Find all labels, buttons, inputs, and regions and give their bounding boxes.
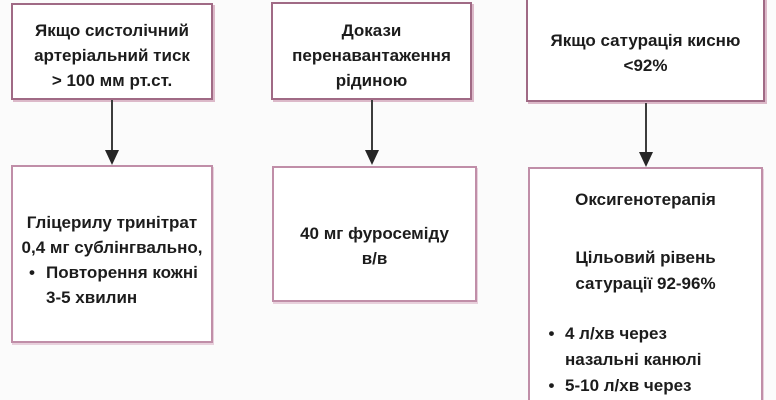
- action-box-oxygen-therapy: Оксигенотерапія Цільовий рівень сатураці…: [528, 167, 763, 400]
- arrow-head-icon: [105, 150, 119, 165]
- bullet-icon: •: [29, 262, 35, 282]
- condition-text: Докази перенавантаження рідиною: [292, 20, 451, 90]
- bullet-icon: •: [548, 324, 555, 343]
- condition-box-oxygen-saturation: Якщо сатурація кисню <92%: [526, 0, 765, 102]
- arrow-stem: [645, 103, 647, 152]
- condition-box-blood-pressure: Якщо систолічний артеріальний тиск > 100…: [11, 3, 213, 100]
- action-main-text: Гліцерилу тринітрат 0,4 мг сублінгвально…: [21, 212, 203, 257]
- list-item: • Повторення кожні 3-5 хвилин: [13, 260, 211, 310]
- action-main-text: Цільовий рівень сатурації 92-96%: [575, 248, 716, 293]
- condition-text: Якщо систолічний артеріальний тиск > 100…: [34, 21, 190, 90]
- action-main-text: 40 мг фуросеміду в/в: [300, 224, 449, 268]
- arrow-stem: [371, 100, 373, 150]
- list-item-text: Повторення кожні 3-5 хвилин: [46, 262, 198, 307]
- list-item: • 5-10 л/хв через: [530, 373, 761, 399]
- action-box-nitroglycerin: Гліцерилу тринітрат 0,4 мг сублінгвально…: [11, 165, 213, 343]
- bullet-icon: •: [548, 376, 555, 395]
- arrow-stem: [111, 100, 113, 150]
- action-box-furosemide: 40 мг фуросеміду в/в: [272, 166, 477, 302]
- condition-text: Якщо сатурація кисню <92%: [550, 31, 741, 75]
- action-bullet-list: • Повторення кожні 3-5 хвилин: [13, 260, 211, 310]
- condition-box-fluid-overload: Докази перенавантаження рідиною: [271, 2, 472, 100]
- action-title-text: Оксигенотерапія: [575, 190, 716, 209]
- list-item: • 4 л/хв через назальні канюлі: [530, 321, 761, 373]
- arrow-head-icon: [639, 152, 653, 167]
- list-item-text: 5-10 л/хв через: [565, 376, 692, 395]
- list-item-text: 4 л/хв через назальні канюлі: [565, 324, 702, 369]
- action-bullet-list: • 4 л/хв через назальні канюлі • 5-10 л/…: [530, 321, 761, 399]
- arrow-head-icon: [365, 150, 379, 165]
